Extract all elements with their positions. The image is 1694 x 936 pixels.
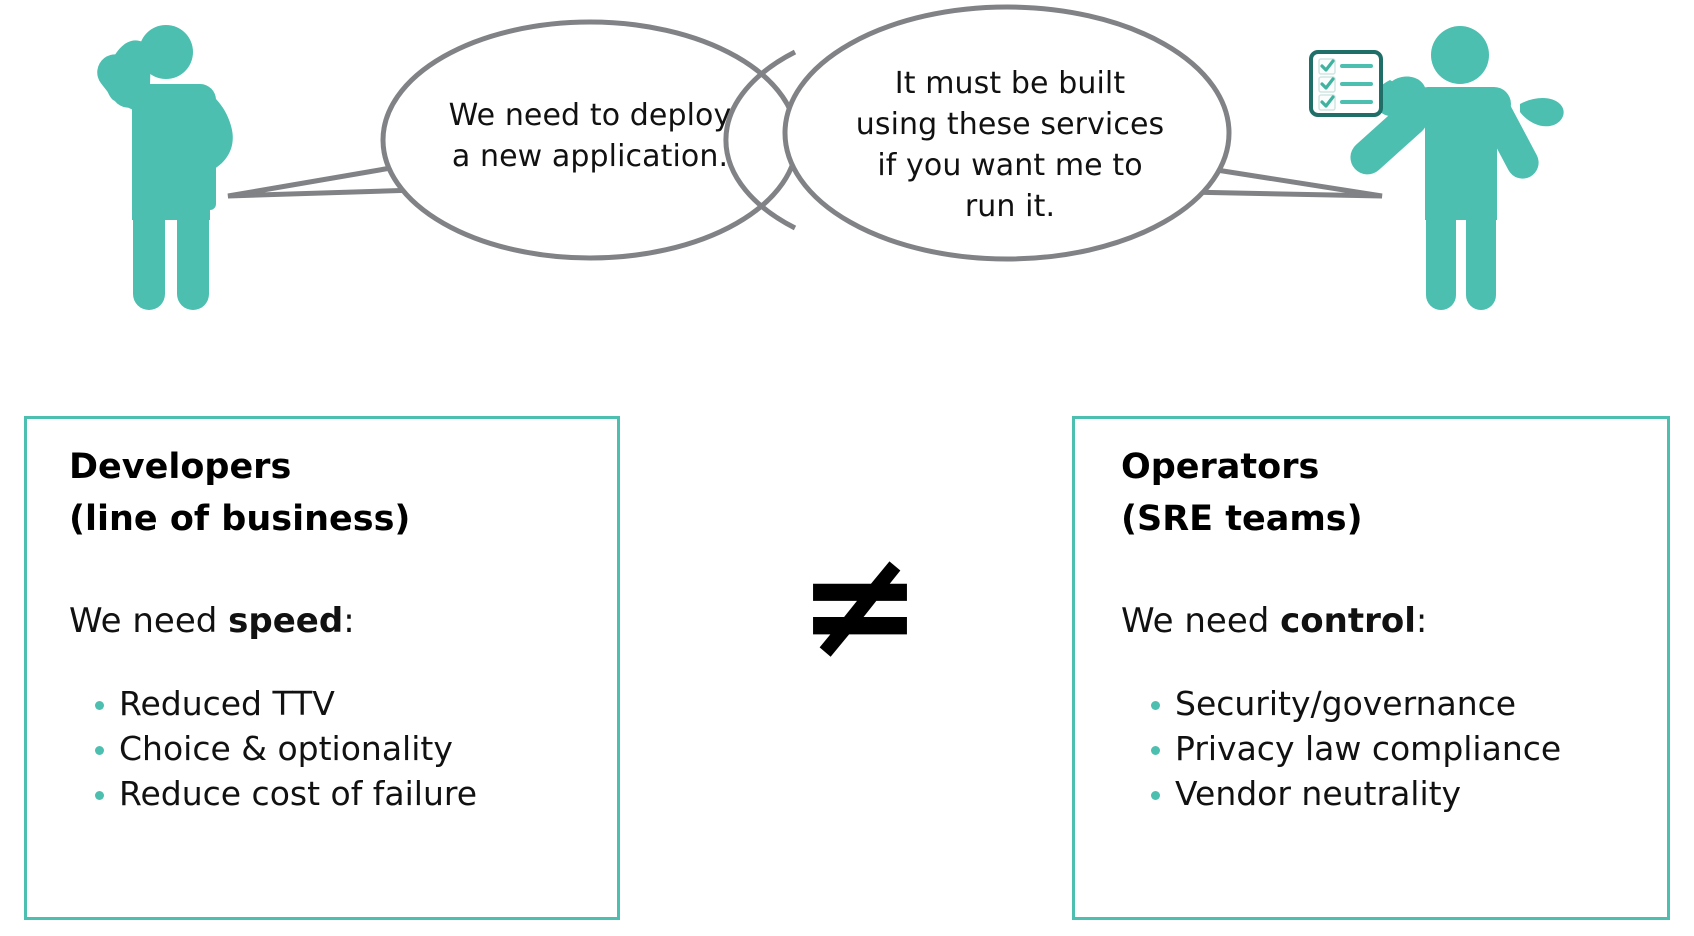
- list-item: Privacy law compliance: [1151, 726, 1653, 771]
- list-item: Reduced TTV: [95, 681, 603, 726]
- not-equal-symbol: ≠: [797, 518, 923, 692]
- developers-bullet-list: Reduced TTV Choice & optionality Reduce …: [69, 681, 603, 816]
- operators-card-title: Operators (SRE teams): [1121, 447, 1363, 539]
- speech-bubble-right: [782, 4, 1232, 262]
- developers-card: Developers (line of business) We need sp…: [24, 416, 620, 920]
- operators-bullet-list: Security/governance Privacy law complian…: [1121, 681, 1653, 816]
- operators-lead-prefix: We need: [1121, 601, 1281, 641]
- list-item: Security/governance: [1151, 681, 1653, 726]
- developer-figure: [97, 25, 233, 310]
- developers-lead-suffix: :: [343, 601, 355, 641]
- operator-figure: [1350, 26, 1564, 310]
- operators-card-lead: We need control:: [1121, 599, 1653, 643]
- list-item: Reduce cost of failure: [95, 771, 603, 816]
- developers-lead-prefix: We need: [69, 601, 229, 641]
- operators-lead-suffix: :: [1415, 601, 1428, 641]
- developers-card-lead: We need speed:: [69, 599, 603, 643]
- checklist-icon: [1309, 50, 1383, 117]
- developers-lead-strong: speed: [228, 601, 344, 641]
- operators-card: Operators (SRE teams) We need control: S…: [1072, 416, 1670, 920]
- developers-card-title: Developers (line of business): [69, 447, 411, 539]
- operators-lead-strong: control: [1280, 601, 1416, 641]
- list-item: Choice & optionality: [95, 726, 603, 771]
- speech-bubble-right-text: It must be built using these services if…: [855, 66, 1165, 224]
- list-item: Vendor neutrality: [1151, 771, 1653, 816]
- conversation-scene: We need to deploy a new application. It …: [0, 0, 1694, 360]
- speech-bubble-left-text: We need to deploy a new application.: [448, 98, 732, 174]
